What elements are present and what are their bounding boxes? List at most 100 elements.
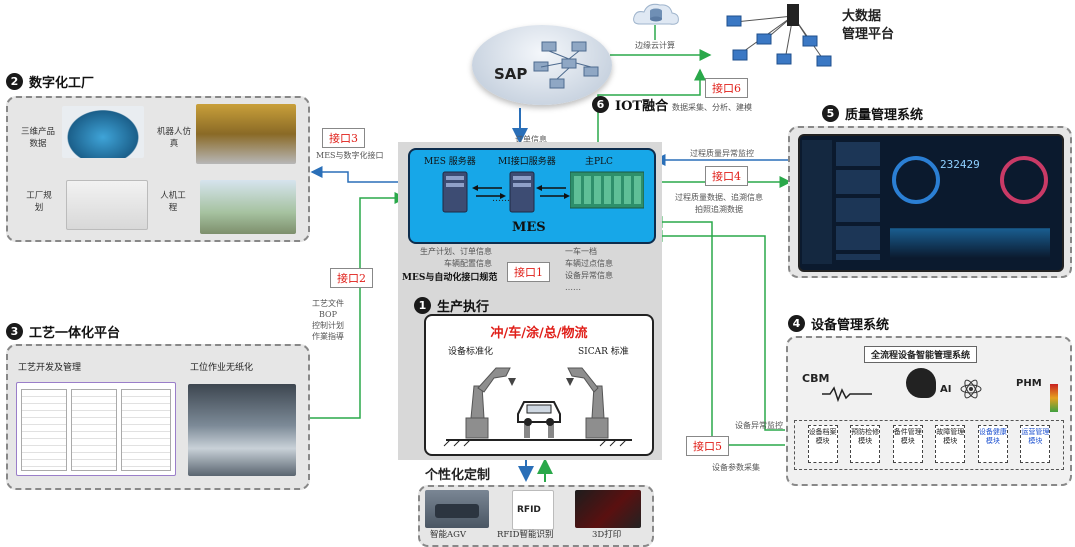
quality-data-desc: 过程质量数据、追溯信息 拍照追溯数据 [675,193,763,214]
mes-box: MES 服务器 MI接口服务器 主PLC …… MES [408,148,656,244]
df-item-robot-sim-text: 机器人仿真 [156,127,191,149]
sap-network-icon [533,41,599,89]
df-item-3d-product: 三维产品数据 [20,126,56,150]
3d-print-image [575,490,641,528]
iot-number-badge: 6 [592,96,609,113]
equipment-module-box: 故障管理模块 [935,425,966,463]
iot-to-bigdata-line [597,68,706,148]
plc-label: 主PLC [585,157,613,167]
df-item-factory-plan-text: 工厂规划 [26,191,52,213]
bigdata-title: 大数据 管理平台 [842,8,894,44]
robot-line-icon [443,367,632,447]
quality-title: 5 质量管理系统 [822,104,923,123]
df-item-3d-product-text: 三维产品数据 [20,127,55,149]
ai-head-icon [906,368,936,398]
process-dev-image [16,382,176,476]
df-item-factory-plan: 工厂规划 [26,190,52,214]
sap-disc: SAP [472,25,612,105]
agv-image [425,490,489,528]
equipment-title-text: 设备管理系统 [811,318,890,333]
df-item-robot-sim: 机器人仿真 [156,126,192,150]
paperless-image [188,384,296,476]
custom-item-agv: 智能AGV [430,530,467,540]
equip-to-mes-line-b [650,216,785,446]
mi-server-label: MI接口服务器 [498,157,556,167]
phm-label: PHM [1016,378,1042,389]
interface-4-badge: 接口4 [705,166,748,186]
equipment-module-box: 设备健康模块 [977,425,1008,463]
robot-sim-image [196,104,296,164]
quality-screen-number: 232429 [940,158,980,171]
mes-server-label: MES 服务器 [424,157,476,167]
bigdata-title-line2: 管理平台 [842,27,895,42]
ai-label: AI [940,384,952,395]
mes-left-info-text: 生产计划、订单信息 车辆配置信息 [420,247,492,268]
iot-title-text: IOT融合 [615,99,669,114]
custom-title: 个性化定制 [425,468,491,483]
mes-label: MES [512,220,546,235]
equipment-module-box: 运营管理模块 [1020,425,1051,463]
sap-label: SAP [494,65,528,83]
equipment-abnormal-label: 设备异常监控 [735,421,783,430]
rfid-image: RFID [512,490,554,530]
quality-title-text: 质量管理系统 [845,108,924,123]
production-number-badge: 1 [414,297,431,314]
waveform-icon [822,386,872,402]
iot-title: 6 IOT融合 [592,95,668,114]
interface-2-desc: 工艺文件 BOP 控制计划 作業指導 [312,299,344,341]
interface-2-badge: 接口2 [330,268,373,288]
equipment-panel-title: 全流程设备智能管理系统 [864,346,978,363]
ergonomics-image [200,180,296,234]
equip-to-mes-line-a [650,230,785,431]
cbm-label: CBM [802,372,830,385]
custom-item-rfid: RFID智能识别 [497,530,554,540]
factory-plan-image [66,180,148,230]
cloud-database-icon [633,3,679,25]
quality-panel: 232429 [788,126,1072,278]
process-platform-number-badge: 3 [6,323,23,340]
quality-dashboard-screen: 232429 [798,134,1064,272]
interface-1-badge: 接口1 [507,262,550,282]
rfid-text: RFID [517,505,541,515]
plc-rack-icon [570,171,644,209]
mes-left-note: MES与自动化接口规范 [402,273,498,283]
equipment-number-badge: 4 [788,315,805,332]
production-title: 1 生产执行 [414,296,489,315]
interface-3-desc: MES与数字化接口 [316,151,384,160]
equipment-module-box: 备件管理模块 [892,425,923,463]
quality-number-badge: 5 [822,105,839,122]
process-dev-title: 工艺开发及管理 [18,363,82,373]
mes-to-digital-arrow [310,166,408,183]
atom-icon [960,379,982,399]
mi-server-icon [509,171,535,213]
bigdata-title-line1: 大数据 [842,9,882,24]
production-title-text: 生产执行 [437,300,490,315]
custom-item-3d: 3D打印 [592,530,622,540]
mes-server-icon [442,171,468,213]
process-platform-panel: 工艺开发及管理 工位作业无纸化 [6,344,310,490]
digital-factory-number-badge: 2 [6,73,23,90]
interface-6-badge: 接口6 [705,78,748,98]
mes-left-info: 生产计划、订单信息 车辆配置信息 [408,246,492,270]
sicar-standard-label: SICAR 标准 [578,347,629,357]
equipment-standard-label: 设备标准化 [448,347,494,357]
order-info-label: 订单信息 [515,135,547,144]
interface-3-badge: 接口3 [322,128,365,148]
df-item-ergonomics: 人机工程 [158,190,188,214]
equipment-panel: 全流程设备智能管理系统 CBM AI PHM 设备档案模块预防检修模块备件管理模… [786,336,1072,486]
mes-ellipsis: …… [492,194,510,204]
paperless-title: 工位作业无纸化 [190,363,254,373]
production-box: 冲/车/涂/总/物流 设备标准化 SICAR 标准 [424,314,654,456]
process-platform-title-text: 工艺一体化平台 [29,326,121,341]
interface-6-desc: 数据采集、分析、建模 [672,103,752,112]
df-item-ergonomics-text: 人机工程 [160,191,186,213]
quality-monitor-label: 过程质量异常监控 [690,149,754,158]
digital-factory-panel: 三维产品数据 机器人仿真 工厂规划 人机工程 [6,96,310,242]
mes-right-ellipsis: …… [565,283,581,292]
interface-5-badge: 接口5 [686,436,729,456]
process-to-mes-line [308,192,407,419]
cloud-label: 边缘云计算 [635,41,675,50]
car-3d-image [62,106,144,158]
digital-factory-title-text: 数字化工厂 [29,76,95,91]
process-platform-title: 3 工艺一体化平台 [6,322,120,341]
